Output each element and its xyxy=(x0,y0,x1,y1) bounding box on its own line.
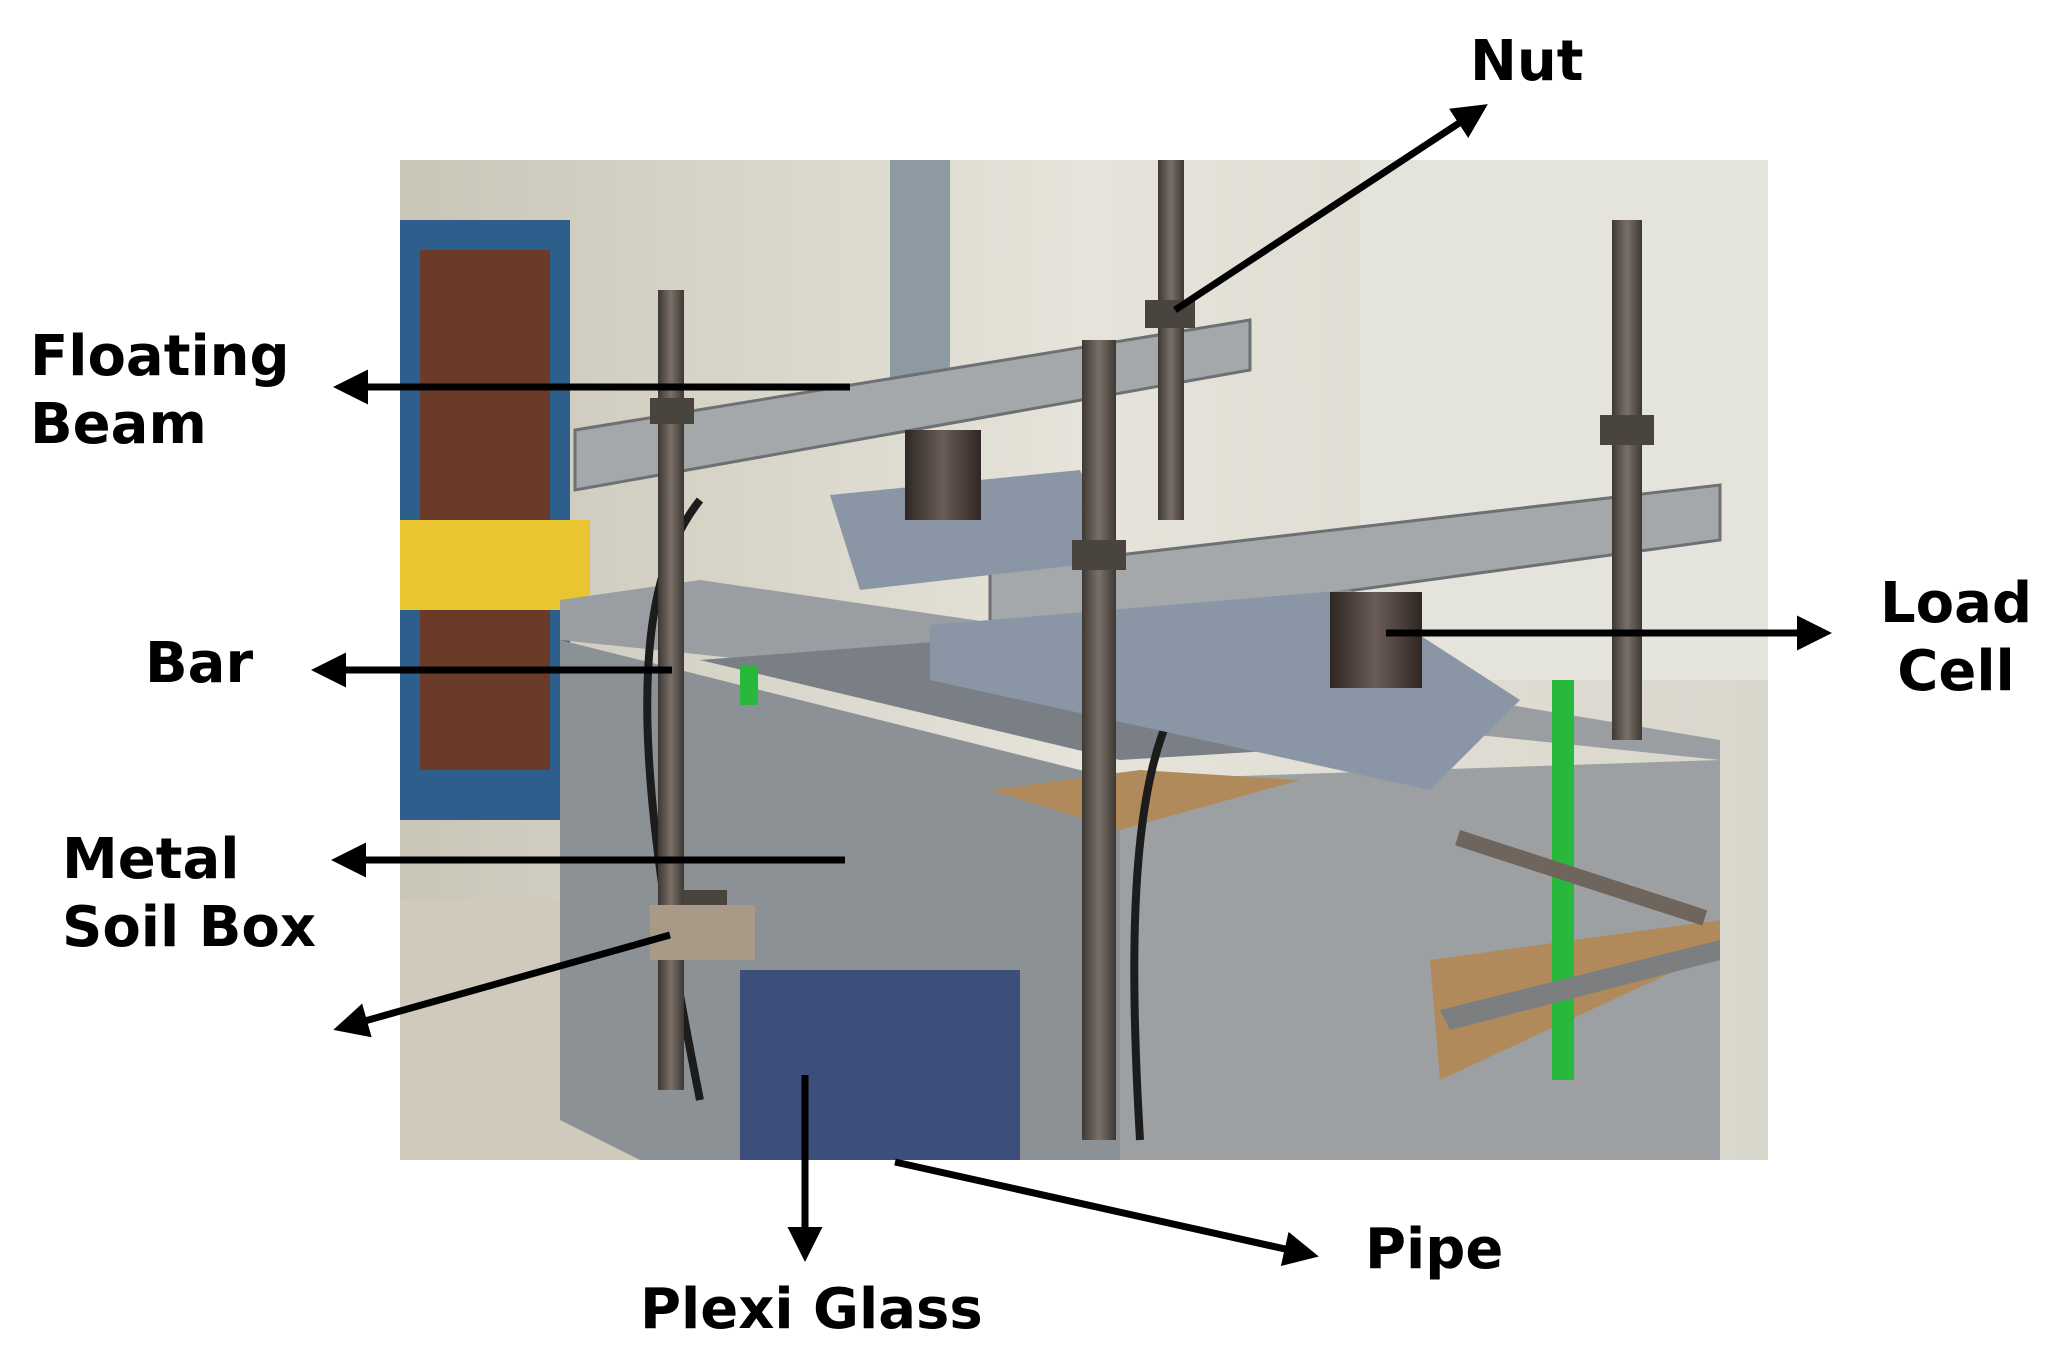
wrench xyxy=(1440,940,1720,1030)
arrow-nut xyxy=(1173,104,1488,313)
gray-pillar xyxy=(890,160,950,410)
floating-beam-left xyxy=(573,318,1252,492)
rod-back xyxy=(1158,160,1184,520)
nut-right xyxy=(1600,415,1654,445)
label-pipe: Pipe xyxy=(1365,1216,1503,1284)
arrow-pipe xyxy=(894,1158,1319,1266)
label-load-cell: Load Cell xyxy=(1880,570,2032,706)
label-metal-soil-box-line1: Metal xyxy=(62,827,240,892)
label-metal-soil-box: Metal Soil Box xyxy=(62,826,316,962)
plexi-glass-window xyxy=(740,970,1020,1160)
label-plexi-glass-text: Plexi Glass xyxy=(640,1277,983,1342)
yellow-panel xyxy=(400,520,590,610)
label-nut-text: Nut xyxy=(1470,29,1584,94)
label-plexi-glass: Plexi Glass xyxy=(640,1276,983,1344)
label-bar-text: Bar xyxy=(145,631,254,696)
label-floating-beam-line2: Beam xyxy=(30,392,207,457)
nut-center xyxy=(1072,540,1126,570)
left-rack-inner xyxy=(420,250,550,770)
arrow-bottom-left xyxy=(333,931,671,1038)
label-pipe-text: Pipe xyxy=(1365,1217,1504,1282)
horizontal-bar xyxy=(1455,829,1708,926)
nut-left xyxy=(650,398,694,424)
label-load-cell-line2: Cell xyxy=(1897,639,2015,704)
plate-left xyxy=(830,470,1120,590)
label-metal-soil-box-line2: Soil Box xyxy=(62,895,316,960)
rod-center xyxy=(1082,340,1116,1140)
green-pipe-small xyxy=(740,665,758,705)
block-bottom xyxy=(650,905,755,960)
load-cell-right xyxy=(1330,592,1422,688)
load-cell-left xyxy=(905,430,981,520)
label-nut: Nut xyxy=(1470,28,1584,96)
label-bar: Bar xyxy=(145,630,253,698)
label-floating-beam: Floating Beam xyxy=(30,323,290,459)
wall-panel-right xyxy=(1360,160,1768,680)
floating-beam-right xyxy=(988,483,1722,642)
label-load-cell-line1: Load xyxy=(1880,571,2033,636)
rod-right xyxy=(1612,220,1642,740)
label-floating-beam-line1: Floating xyxy=(30,324,290,389)
